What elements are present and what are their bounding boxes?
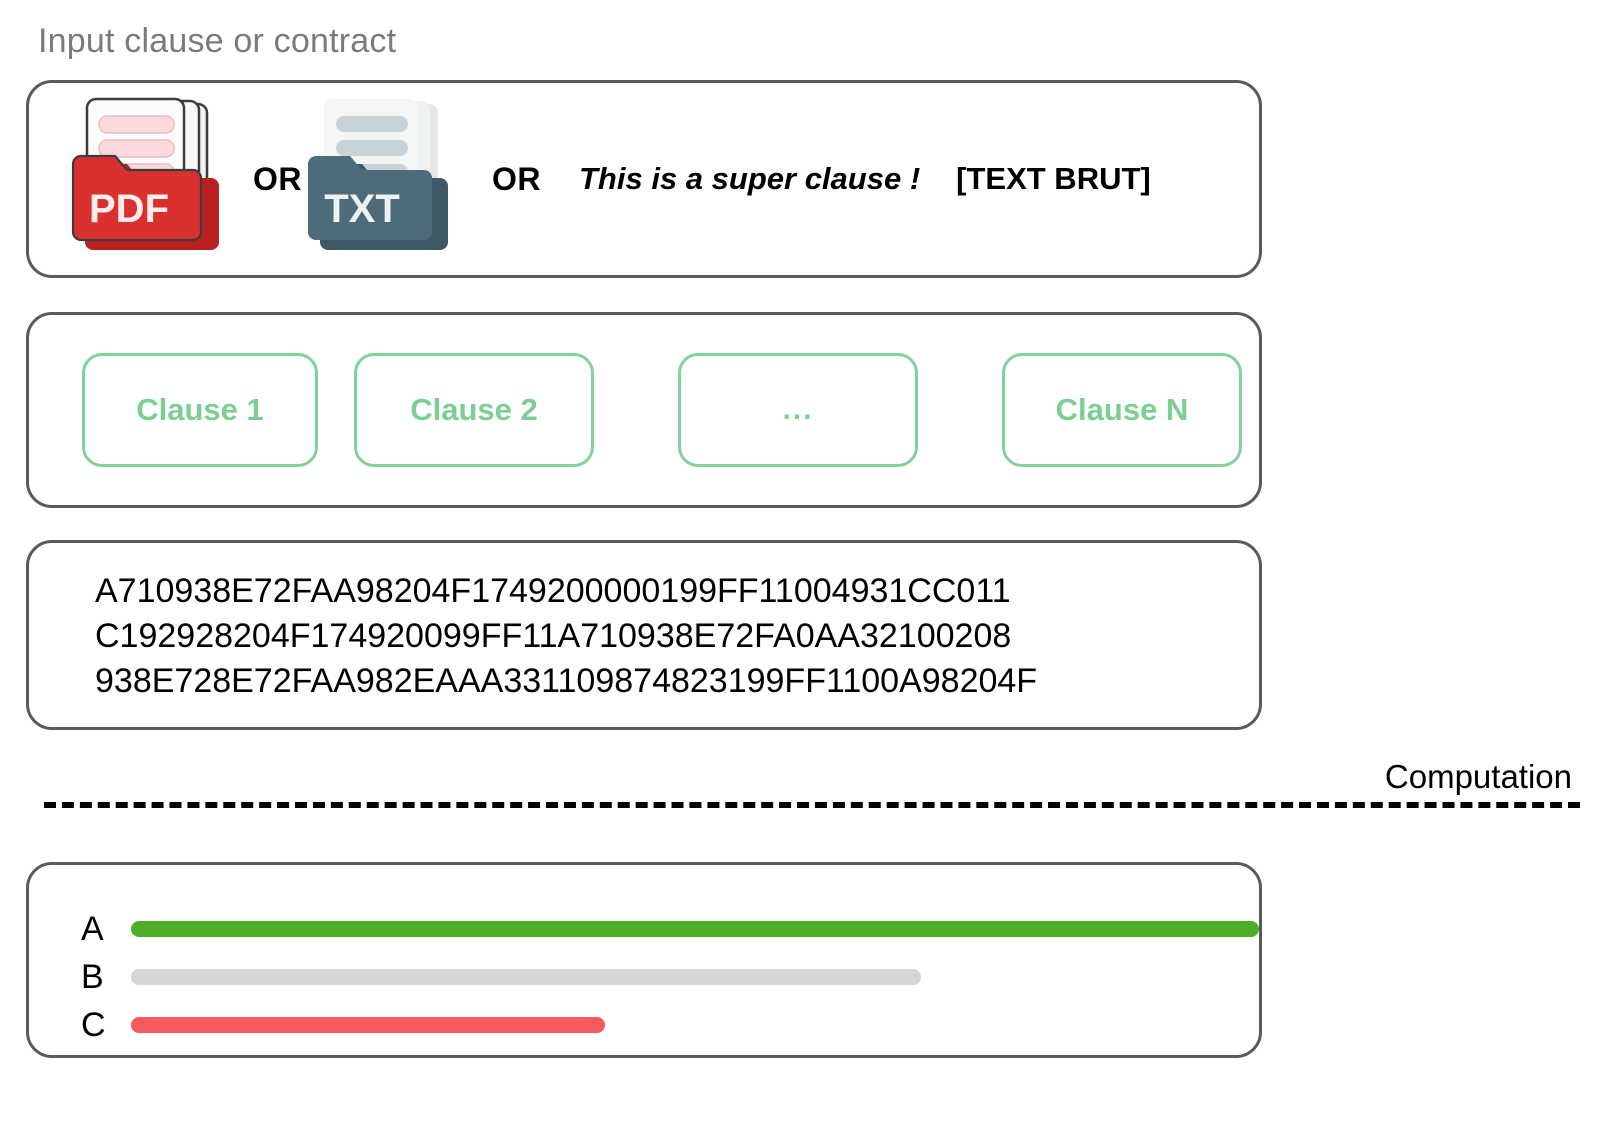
clause-box-ellipsis[interactable]: ... xyxy=(678,353,918,467)
results-panel: A B C xyxy=(26,862,1262,1058)
or-separator-2: OR xyxy=(492,160,541,197)
clause-box-label: Clause 1 xyxy=(136,392,264,427)
hash-string: A710938E72FAA98204F1749200000199FF110049… xyxy=(95,572,1038,700)
hash-output-panel: A710938E72FAA98204F1749200000199FF110049… xyxy=(26,540,1262,730)
clause-box-label: ... xyxy=(782,393,814,426)
results-bar-chart: A B C xyxy=(29,865,1259,1055)
result-bar-track xyxy=(131,969,1259,985)
clause-box-1[interactable]: Clause 1 xyxy=(82,353,318,467)
result-row-c: C xyxy=(81,1001,1259,1049)
clause-box-label: Clause 2 xyxy=(410,392,538,427)
pdf-icon-text: PDF xyxy=(89,187,169,231)
result-bar-track xyxy=(131,1017,1259,1033)
text-brut-label: [TEXT BRUT] xyxy=(956,161,1151,196)
result-label: B xyxy=(81,957,104,996)
txt-file-icon[interactable]: TXT xyxy=(302,92,462,267)
result-label: C xyxy=(81,1005,106,1044)
result-bar xyxy=(131,1017,605,1033)
clauses-row: Clause 1 Clause 2 ... Clause N xyxy=(29,315,1259,505)
input-sources-panel: PDF OR TXT OR This is a super clause ! [… xyxy=(26,80,1262,278)
result-row-a: A xyxy=(81,905,1259,953)
clause-box-label: Clause N xyxy=(1055,392,1189,427)
clauses-panel: Clause 1 Clause 2 ... Clause N xyxy=(26,312,1262,508)
result-label: A xyxy=(81,909,104,948)
result-row-b: B xyxy=(81,953,1259,1001)
clause-box-2[interactable]: Clause 2 xyxy=(354,353,594,467)
computation-divider xyxy=(44,802,1580,808)
page-title: Input clause or contract xyxy=(38,22,397,60)
computation-label: Computation xyxy=(1384,758,1572,795)
free-text-example: This is a super clause ! xyxy=(579,161,921,196)
txt-icon-text: TXT xyxy=(324,187,400,231)
clause-box-n[interactable]: Clause N xyxy=(1002,353,1242,467)
input-sources-row: PDF OR TXT OR This is a super clause ! [… xyxy=(29,83,1259,275)
result-bar xyxy=(131,921,1259,937)
or-separator-1: OR xyxy=(253,160,302,197)
pdf-file-icon[interactable]: PDF xyxy=(67,92,227,267)
result-bar-track xyxy=(131,921,1259,937)
result-bar xyxy=(131,969,921,985)
